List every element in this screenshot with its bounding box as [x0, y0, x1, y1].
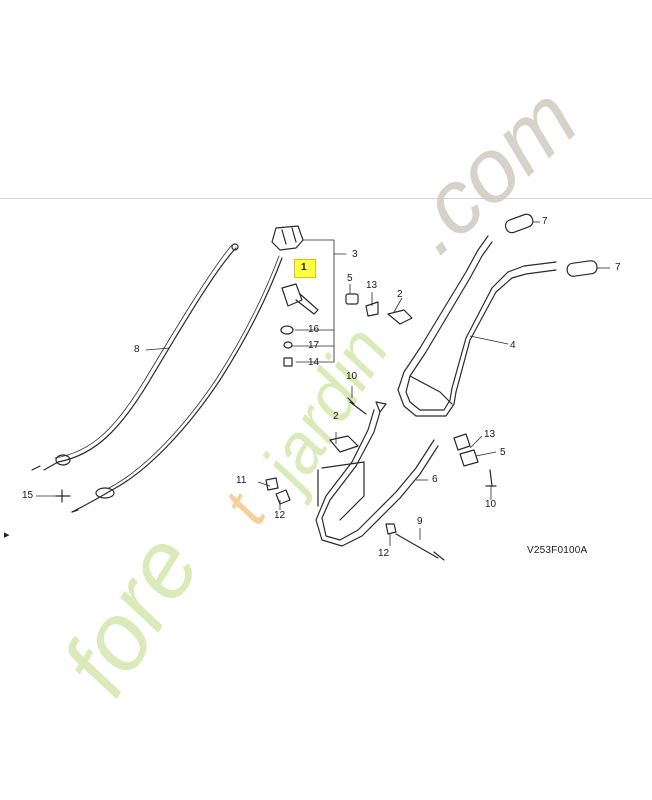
part-number-9: 9 [417, 516, 423, 527]
part-number-12b: 12 [378, 548, 390, 559]
part-number-10a: 10 [346, 371, 358, 382]
diagram-code: V253F0100A [527, 545, 588, 556]
part-number-2b: 2 [333, 411, 339, 422]
part-number-7a: 7 [542, 216, 548, 227]
lower-handle [321, 411, 435, 541]
part-number-7b: 7 [615, 262, 621, 273]
cable-throttle [71, 257, 283, 513]
part-number-4: 4 [510, 340, 516, 351]
upper-handle [397, 235, 557, 417]
part-number-3: 3 [352, 249, 358, 260]
part-number-13b: 13 [484, 429, 496, 440]
part-number-5b: 5 [500, 447, 506, 458]
part-number-6: 6 [432, 474, 438, 485]
lever-bracket [271, 225, 304, 251]
part-number-12a: 12 [274, 510, 286, 521]
bolt-9 [395, 533, 445, 561]
part-number-17: 17 [308, 340, 320, 351]
part-number-13a: 13 [366, 280, 378, 291]
corner-arrow-icon: ▸ [4, 529, 10, 541]
part-number-11: 11 [236, 475, 247, 486]
bolt-10-upper [347, 397, 367, 415]
part-number-14: 14 [308, 357, 320, 368]
part-number-1: 1 [301, 262, 307, 273]
part-number-5a: 5 [347, 273, 353, 284]
divider-line [0, 198, 652, 199]
part-number-10b: 10 [485, 499, 497, 510]
part-number-16: 16 [308, 324, 320, 335]
part-number-2a: 2 [397, 289, 403, 300]
cable-8 [57, 247, 237, 463]
part-number-8: 8 [134, 344, 140, 355]
part-1-lever [281, 283, 303, 307]
highlight-box [294, 259, 316, 278]
part-number-15: 15 [22, 490, 34, 501]
